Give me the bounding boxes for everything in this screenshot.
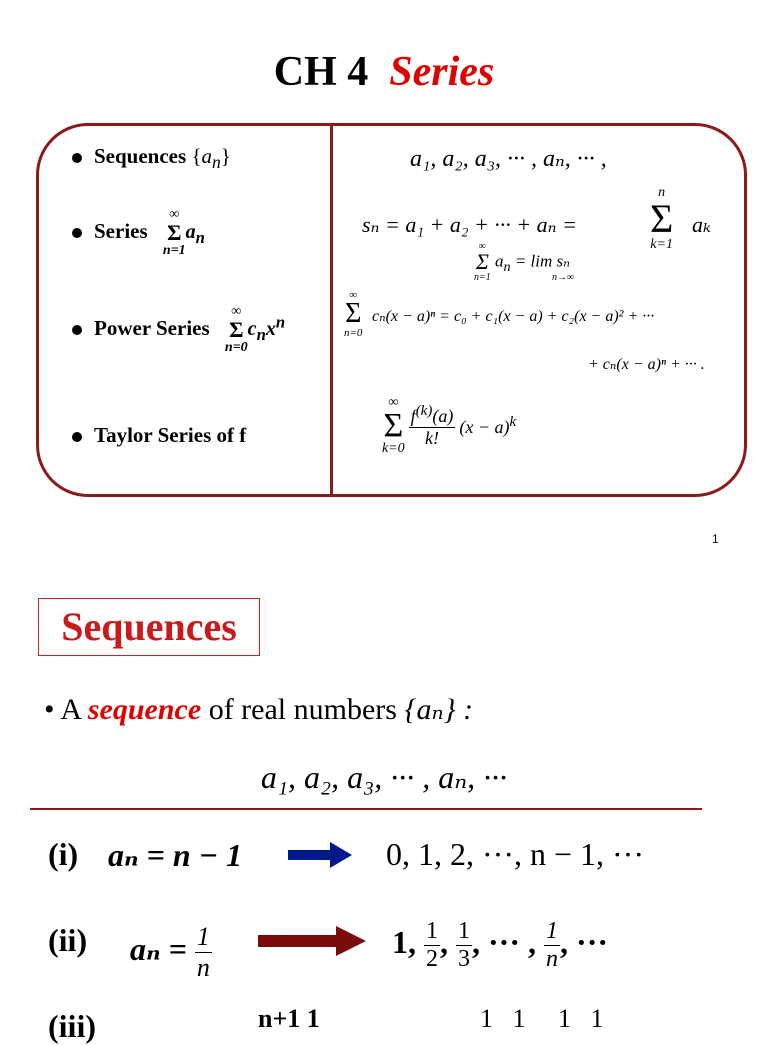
set-symbol: {aₙ} : [404,693,474,726]
bullet-text-pre: A [60,693,81,726]
item-sequences: Sequences {an} [72,144,231,173]
limit-text: = lim sₙ [514,251,571,271]
result-ellipsis: ··· , [488,923,537,960]
power-series-formula: cₙ(x − a)ⁿ = c₀ + c₁(x − a) + c₂(x − a)²… [372,308,655,325]
title-emphasis: Series [389,49,495,95]
row-3-partial-result: 1 1 1 1 [480,1004,604,1033]
bullet-text-post: of real numbers [208,693,397,726]
title-prefix: CH 4 [273,49,369,95]
slide-title: CH 4 Series [0,48,768,96]
row-label: (ii) [48,922,88,958]
row-label: (i) [48,836,79,872]
item-taylor-series: Taylor Series of f [72,423,246,448]
sequence-formula: a₁, a₂, a₃, ··· , aₙ, ··· , [410,146,607,172]
series-formula: sₙ = a₁ + a₂ + ··· + aₙ = [362,212,577,238]
row-result: 0, 1, 2, ···, n − 1, ··· [386,836,644,872]
panel-divider [330,125,333,496]
power-series-formula-cont: + cₙ(x − a)ⁿ + ··· . [588,356,705,373]
item-label: Power Series [94,315,210,340]
right-arrow-icon [258,926,366,956]
page-number: 1 [712,532,719,546]
item-label: Taylor Series of f [94,423,247,447]
bullet-dot [72,153,82,164]
row-3-partial: n+1 1 [258,1004,320,1033]
row-formula-text: aₙ = [130,930,187,967]
definition-bullet: • A sequence of real numbers {aₙ} : [44,693,474,726]
result-end: , ··· [560,923,609,960]
series-partial-sum: sₙ = a₁ + a₂ + ··· + aₙ = [362,212,577,237]
series-sum-term: aₖ [692,212,712,237]
bullet-emphasis: sequence [87,693,202,726]
item-label: Sequences [94,144,187,168]
sequence-display: a₁, a₂, a₃, ··· , aₙ, ··· [260,759,508,795]
example-row-3: (iii) [48,1008,96,1045]
example-row-2: (ii) [48,922,87,959]
row-label: (iii) [48,1008,96,1044]
bullet-dot [72,325,82,335]
example-row-1: (i) [48,836,78,873]
divider-line [30,808,702,810]
row-formula: aₙ = n − 1 [108,837,243,873]
summary-panel [36,123,747,497]
taylor-fraction: f(k)(a)k! [408,403,456,449]
bullet-dot [72,228,82,238]
section-title: Sequences [38,598,260,656]
item-label: Series [94,218,148,243]
bullet-dot [72,432,82,443]
result-lead: 1, [392,923,416,960]
right-arrow-icon [288,842,352,868]
